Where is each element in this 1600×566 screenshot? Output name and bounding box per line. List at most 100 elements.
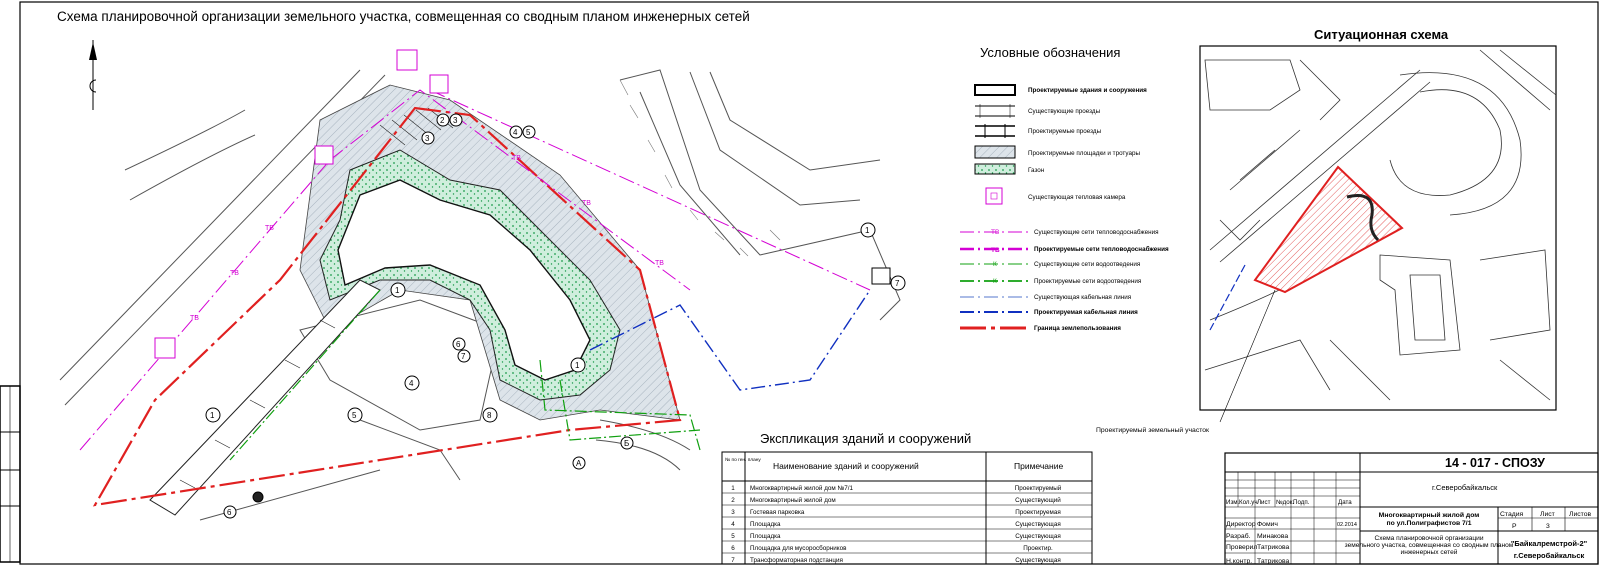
main-title: Схема планировочной организации земельно… <box>57 9 750 24</box>
property-boundary <box>92 106 682 507</box>
stamp-org-city: г.Северобайкальск <box>1514 551 1585 560</box>
legend-label: Газон <box>1028 167 1045 174</box>
explication-row-note: Проектируемая <box>1015 509 1061 516</box>
plan-callouts: 1 1 1 1 4 5 2 3 4 5 6 7 8 6 7 3 <box>205 113 906 519</box>
header-num: № по ген. плану <box>725 457 761 463</box>
header-note: Примечание <box>1014 461 1063 471</box>
svg-text:Изм.: Изм. <box>1226 499 1240 506</box>
svg-text:1: 1 <box>865 226 870 235</box>
svg-text:Татрикова: Татрикова <box>1257 544 1290 551</box>
situation-map <box>1204 49 1557 401</box>
explication-row-name: Гостевая парковка <box>750 509 805 516</box>
svg-text:Разраб.: Разраб. <box>1226 532 1251 540</box>
explication-headers: № по ген. плану Наименование зданий и со… <box>725 457 1063 471</box>
explication-row-name: Площадка для мусоросборников <box>750 544 847 552</box>
svg-text:5: 5 <box>352 411 357 420</box>
legend-line-marks: ТВ ТВ К К <box>991 229 1000 285</box>
situation-callout: Проектируемый земельный участок <box>1096 426 1209 434</box>
svg-text:8: 8 <box>487 411 492 420</box>
svg-text:3: 3 <box>453 116 458 125</box>
legend-swatches <box>960 84 1030 330</box>
stamp-col-heads: Изм. Кол.уч Лист №док. Подп. Дата <box>1226 499 1352 506</box>
guest-parking <box>379 107 454 146</box>
svg-text:№док.: №док. <box>1276 499 1294 506</box>
explication-row-num: 1 <box>731 485 735 492</box>
legend-label: Проектируемые сети тепловодоснабжения <box>1034 245 1169 253</box>
legend-label: Проектируемые проезды <box>1028 128 1102 135</box>
stamp-sheet-heads: Стадия Лист Листов Р 3 <box>1500 511 1591 530</box>
left-margin-stamp <box>0 385 21 563</box>
explication-row-note: Проектир. <box>1023 545 1053 552</box>
svg-text:ТВ: ТВ <box>991 229 999 236</box>
svg-text:Р: Р <box>1512 523 1517 530</box>
explication-row-name: Трансформаторная подстанция <box>750 557 843 564</box>
cable-lines <box>589 289 871 391</box>
stamp-code: 14 - 017 - СПОЗУ <box>1445 456 1545 470</box>
svg-text:Н.контр.: Н.контр. <box>1226 558 1252 565</box>
svg-text:1: 1 <box>210 411 215 420</box>
svg-text:ТВ: ТВ <box>655 260 664 267</box>
svg-text:5: 5 <box>526 128 531 137</box>
explication-row-note: Проектируемый <box>1015 484 1062 492</box>
transformer-station <box>871 267 891 285</box>
heating-lines <box>79 89 871 451</box>
existing-roads <box>59 69 901 521</box>
situation-title: Ситуационная схема <box>1314 27 1449 42</box>
road-hatch <box>619 79 781 257</box>
explication-table <box>721 451 1093 565</box>
svg-text:3: 3 <box>1546 523 1550 530</box>
situation-building <box>1346 194 1380 242</box>
svg-text:Стадия: Стадия <box>1500 511 1523 518</box>
explication-row-num: 4 <box>731 521 735 528</box>
legend-label: Граница землепользования <box>1034 325 1121 332</box>
tv-markers: ТВ ТВ ТВ ТВ ТВ ТВ <box>190 155 664 322</box>
legend-title: Условные обозначения <box>980 45 1120 60</box>
legend-labels: Проектируемые здания и сооружения Сущест… <box>1028 87 1169 332</box>
svg-text:Лист: Лист <box>1257 499 1271 506</box>
north-arrow-icon <box>89 40 97 110</box>
header-name: Наименование зданий и сооружений <box>773 461 919 471</box>
legend-label: Проектируемые сети водоотведения <box>1034 278 1141 285</box>
legend-label: Существующая кабельная линия <box>1034 293 1131 301</box>
svg-text:Дата: Дата <box>1338 499 1352 506</box>
svg-text:4: 4 <box>513 128 518 137</box>
explication-row-num: 2 <box>731 497 735 504</box>
legend-label: Существующая тепловая камера <box>1028 194 1126 201</box>
svg-text:Директор: Директор <box>1226 521 1256 528</box>
svg-text:Фомич: Фомич <box>1257 521 1278 528</box>
svg-text:Б: Б <box>624 439 629 448</box>
legend-label: Проектируемые площадки и тротуары <box>1028 150 1140 157</box>
svg-text:7: 7 <box>895 279 900 288</box>
svg-text:6: 6 <box>227 508 232 517</box>
explication-row-name: Многоквартирный жилой дом №7/1 <box>750 484 853 492</box>
legend-label: Проектируемые здания и сооружения <box>1028 87 1147 94</box>
explication-row-name: Площадка <box>750 521 781 528</box>
svg-text:ТВ: ТВ <box>265 225 274 232</box>
explication-row-name: Многоквартирный жилой дом <box>750 496 836 504</box>
svg-text:ТВ: ТВ <box>190 315 199 322</box>
building-2-steps <box>179 319 336 489</box>
explication-row-note: Существующая <box>1015 557 1061 564</box>
water-lines <box>229 289 701 461</box>
svg-text:Проверил: Проверил <box>1226 544 1257 551</box>
stamp-org: "Байкалремстрой-2" <box>1511 539 1588 548</box>
explication-row-note: Существующая <box>1015 521 1061 528</box>
svg-text:Подп.: Подп. <box>1293 499 1310 506</box>
explication-row-num: 3 <box>731 509 735 516</box>
svg-text:1: 1 <box>575 361 580 370</box>
legend-label: Проектируемая кабельная линия <box>1034 308 1138 316</box>
legend-label: Существующие сети водоотведения <box>1034 261 1140 268</box>
svg-text:ТВ: ТВ <box>991 247 1000 254</box>
axis-markers: А Б <box>572 436 634 470</box>
explication-row-note: Существующая <box>1015 533 1061 540</box>
title-stamp <box>1224 452 1599 565</box>
situation-leader <box>1219 289 1276 423</box>
svg-text:ТВ: ТВ <box>230 270 239 277</box>
explication-row-num: 5 <box>731 533 735 540</box>
legend-label: Существующие проезды <box>1028 108 1101 115</box>
svg-text:Татрикова: Татрикова <box>1257 558 1290 565</box>
svg-text:1: 1 <box>395 286 400 295</box>
